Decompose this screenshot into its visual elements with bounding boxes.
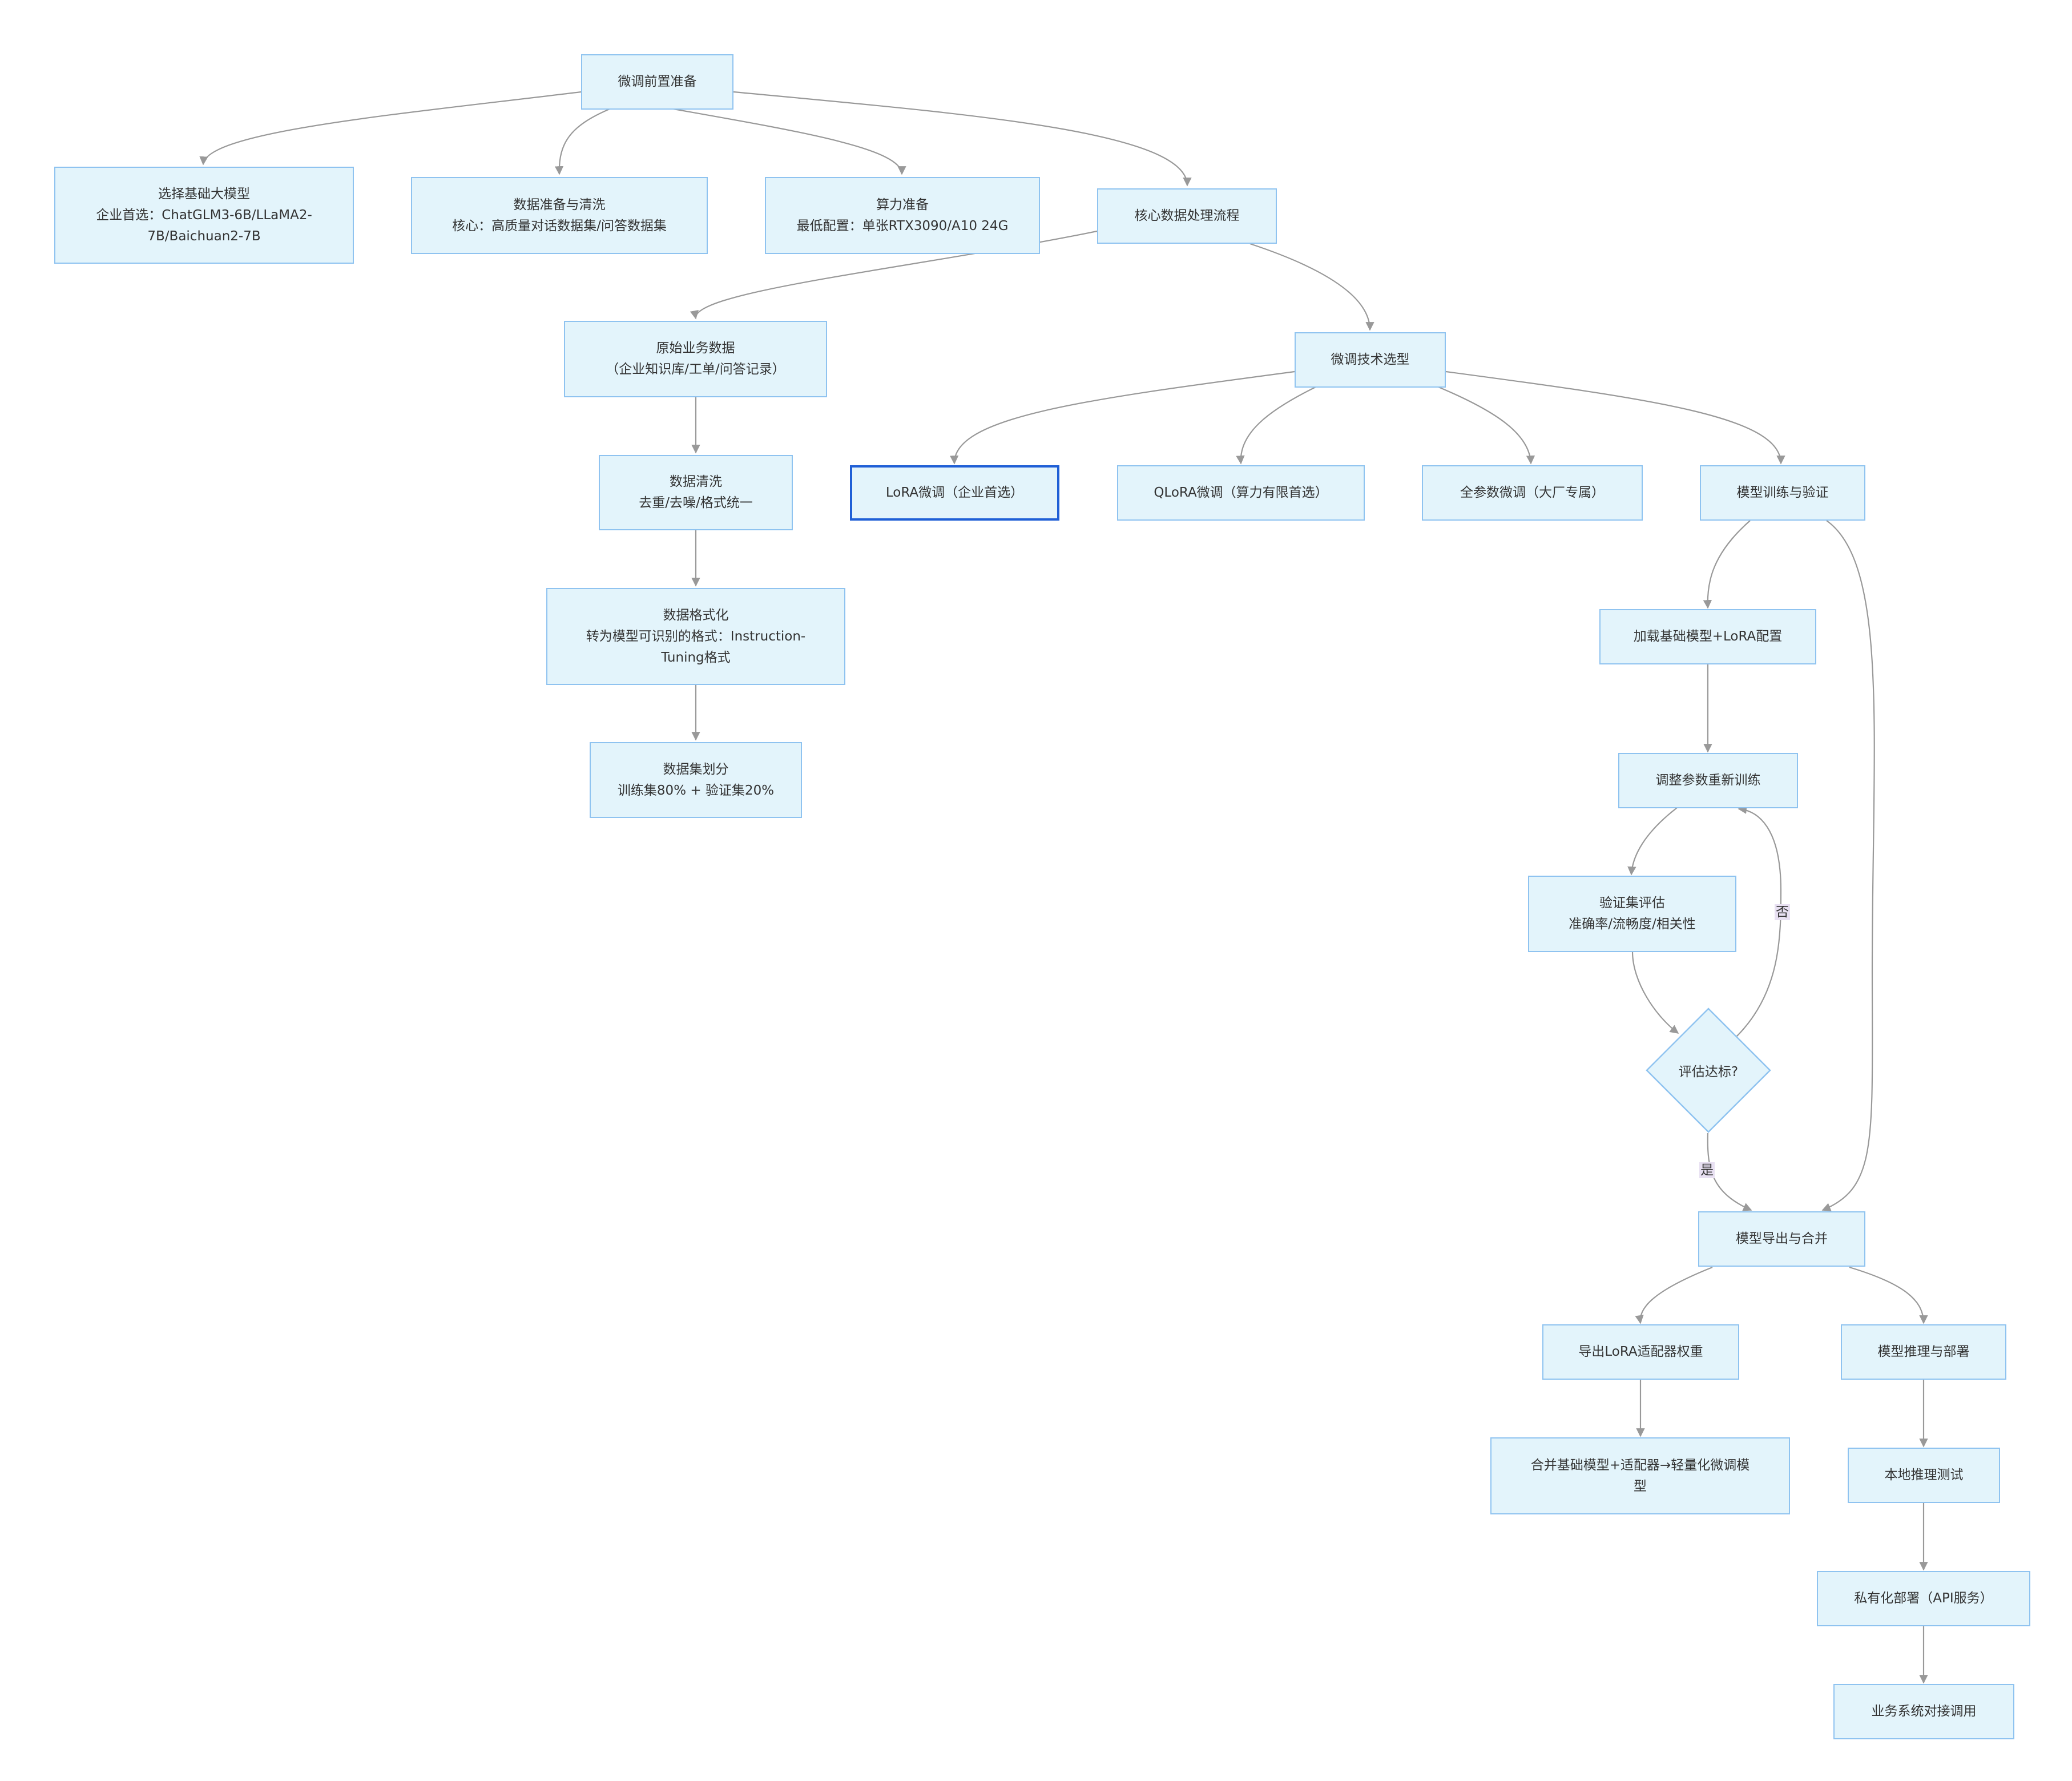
node-qlora-line1: QLoRA微调（算力有限首选） [1154,485,1328,500]
node-merge[interactable]: 合并基础模型+适配器→轻量化微调模 型 [1490,1437,1790,1514]
node-private-deploy-line1: 私有化部署（API服务） [1854,1591,1993,1606]
edge-label-yes: 是 [1699,1162,1715,1178]
edge-core-tech [1249,243,1374,331]
node-infer-deploy[interactable]: 模型推理与部署 [1841,1324,2006,1380]
node-tech-select-line1: 微调技术选型 [1331,352,1410,367]
node-local-test[interactable]: 本地推理测试 [1848,1448,2000,1503]
node-core-flow[interactable]: 核心数据处理流程 [1097,188,1277,244]
edge-retrain-val [1627,807,1678,876]
edge-tech-qlora [1236,386,1316,465]
node-export-lora[interactable]: 导出LoRA适配器权重 [1542,1324,1739,1380]
decision-diamond-shape [1646,1008,1771,1133]
node-raw-data[interactable]: 原始业务数据 （企业知识库/工单/问答记录） [564,321,827,397]
node-export-merge[interactable]: 模型导出与合并 [1698,1211,1865,1267]
node-format-line2: 转为模型可识别的格式：Instruction- [586,628,806,644]
node-merge-line1: 合并基础模型+适配器→轻量化微调模 [1530,1457,1750,1473]
decision-node[interactable]: 评估达标? [1646,1008,1771,1133]
edge-tech-train [1445,370,1785,465]
edge-train-export [1821,520,1875,1211]
node-train-val-line1: 模型训练与验证 [1736,485,1829,500]
node-lora[interactable]: LoRA微调（企业首选） [850,465,1059,521]
node-split[interactable]: 数据集划分 训练集80% + 验证集20% [590,742,802,818]
node-prep-line1: 微调前置准备 [618,74,697,89]
node-val-eval-line2: 准确率/流畅度/相关性 [1569,917,1696,932]
node-model-select-line3: 7B/Baichuan2-7B [147,228,261,244]
node-export-lora-line1: 导出LoRA适配器权重 [1578,1344,1703,1359]
edge-export-lora [1635,1266,1713,1324]
node-format-line3: Tuning格式 [661,650,731,665]
edge-prep-compute [673,108,906,175]
node-prep[interactable]: 微调前置准备 [581,54,733,110]
edge-train-load [1703,520,1751,609]
edge-tech-lora [950,370,1295,465]
edge-tech-full [1438,386,1535,465]
edge-prep-model [199,91,582,166]
node-model-select-line2: 企业首选：ChatGLM3-6B/LLaMA2- [96,207,312,223]
node-retrain-line1: 调整参数重新训练 [1655,773,1761,788]
node-full-line1: 全参数微调（大厂专属） [1460,485,1605,500]
node-format-line1: 数据格式化 [663,607,729,623]
node-load[interactable]: 加载基础模型+LoRA配置 [1599,609,1816,664]
node-infer-deploy-line1: 模型推理与部署 [1877,1344,1970,1359]
node-local-test-line1: 本地推理测试 [1884,1468,1964,1482]
edge-prep-data [554,108,610,175]
node-compute-line2: 最低配置：单张RTX3090/A10 24G [796,218,1009,233]
node-compute[interactable]: 算力准备 最低配置：单张RTX3090/A10 24G [765,177,1040,254]
node-merge-line2: 型 [1634,1478,1647,1494]
edge-decision-no [1735,805,1782,1038]
node-data-prep-line1: 数据准备与清洗 [513,197,606,212]
node-lora-line1: LoRA微调（企业首选） [885,485,1024,500]
node-val-eval[interactable]: 验证集评估 准确率/流畅度/相关性 [1528,876,1736,952]
node-core-flow-line1: 核心数据处理流程 [1134,208,1240,223]
node-qlora[interactable]: QLoRA微调（算力有限首选） [1117,465,1365,521]
edge-export-infer [1849,1266,1928,1324]
node-clean-line2: 去重/去噪/格式统一 [639,495,753,510]
node-raw-data-line1: 原始业务数据 [656,341,735,356]
node-split-line2: 训练集80% + 验证集20% [617,783,775,798]
node-data-prep-line2: 核心：高质量对话数据集/问答数据集 [452,218,667,233]
node-private-deploy[interactable]: 私有化部署（API服务） [1817,1571,2030,1626]
decision-label: 评估达标? [1678,1065,1739,1079]
node-model-select-line1: 选择基础大模型 [158,186,250,202]
node-export-merge-line1: 模型导出与合并 [1736,1231,1828,1246]
node-raw-data-line2: （企业知识库/工单/问答记录） [606,362,785,377]
edge-prep-core [733,91,1192,187]
node-clean[interactable]: 数据清洗 去重/去噪/格式统一 [599,455,793,530]
node-biz-call[interactable]: 业务系统对接调用 [1833,1684,2014,1739]
node-data-prep[interactable]: 数据准备与清洗 核心：高质量对话数据集/问答数据集 [411,177,708,254]
node-clean-line1: 数据清洗 [670,474,722,489]
edge-val-decision [1631,951,1679,1034]
node-compute-line1: 算力准备 [876,197,929,212]
node-model-select[interactable]: 选择基础大模型 企业首选：ChatGLM3-6B/LLaMA2- 7B/Baic… [54,167,354,264]
node-train-val[interactable]: 模型训练与验证 [1700,465,1865,521]
node-val-eval-line1: 验证集评估 [1599,896,1665,910]
node-load-line1: 加载基础模型+LoRA配置 [1633,629,1783,644]
node-tech-select[interactable]: 微调技术选型 [1295,332,1446,388]
node-split-line1: 数据集划分 [663,761,729,777]
edge-decision-yes [1707,1133,1752,1211]
node-format[interactable]: 数据格式化 转为模型可识别的格式：Instruction- Tuning格式 [546,588,845,685]
node-full[interactable]: 全参数微调（大厂专属） [1422,465,1643,521]
node-biz-call-line1: 业务系统对接调用 [1871,1704,1977,1719]
edge-label-no: 否 [1775,904,1790,920]
node-retrain[interactable]: 调整参数重新训练 [1618,753,1798,808]
